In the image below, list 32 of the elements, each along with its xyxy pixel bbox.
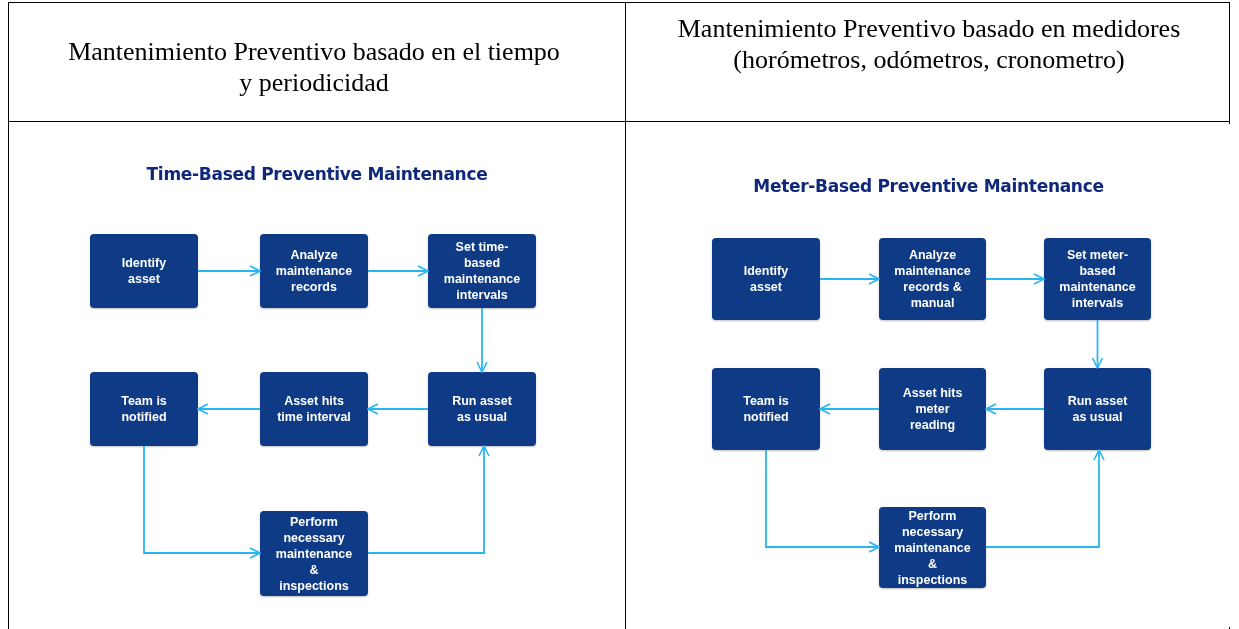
arrow [476,307,488,373]
arrow [985,273,1045,285]
panel-heading: Meter-Based Preventive Maintenance [752,176,1105,196]
arrow [367,445,490,554]
process-box: Asset hits time interval [260,372,368,446]
arrow [985,449,1105,548]
process-box: Perform necessary maintenance & inspections [260,511,368,596]
arrow [765,449,880,553]
panel-heading: Time-Based Preventive Maintenance [145,164,489,184]
process-box: Team is notified [712,368,820,450]
process-box: Team is notified [90,372,198,446]
process-box: Run asset as usual [428,372,536,446]
arrow [367,403,429,415]
arrow [1091,319,1104,369]
arrow [819,403,880,415]
table-header: Mantenimiento Preventivo basado en el tiempo y periodicidad [67,36,561,98]
process-box: Asset hits meter reading [879,368,986,450]
process-box: Identify asset [90,234,198,308]
arrow [819,273,880,285]
arrow [197,265,261,277]
arrow [367,265,429,277]
process-box: Analyze maintenance records [260,234,368,308]
process-box: Analyze maintenance records & manual [879,238,986,320]
table-header: Mantenimiento Preventivo basado en medidores (horómetros, odómetros, cronometro) [676,13,1182,75]
process-box: Set meter-based maintenance intervals [1044,238,1151,320]
process-box: Set time-based maintenance intervals [428,234,536,308]
process-box: Identify asset [712,238,820,320]
process-box: Perform necessary maintenance & inspections [879,507,986,588]
arrow [197,403,261,415]
arrow [985,403,1045,415]
arrow [143,445,261,559]
process-box: Run asset as usual [1044,368,1151,450]
